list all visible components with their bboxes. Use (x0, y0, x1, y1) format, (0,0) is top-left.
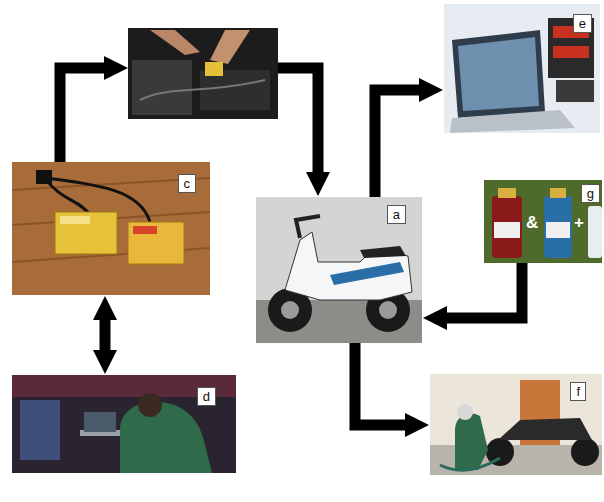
panel-letter: g (581, 184, 600, 203)
photo-symbol: + (574, 214, 584, 232)
flow-arrow (355, 343, 405, 425)
module-photo (12, 162, 210, 295)
photo-panel: c (12, 162, 210, 295)
flow-arrow (375, 90, 419, 197)
panel-letter: e (573, 14, 592, 33)
installation-photo (128, 28, 278, 119)
photo-panel: a (256, 197, 422, 343)
flow-arrow (447, 263, 522, 318)
flow-arrow (60, 68, 318, 172)
measurement-photo (444, 4, 600, 133)
panel-letter: a (387, 205, 406, 224)
photo-panel: f (430, 374, 602, 475)
fuel-photo (484, 180, 602, 263)
panel-letter: f (570, 382, 586, 401)
tuning-photo (12, 375, 236, 473)
photo-panel: g & + (484, 180, 602, 263)
panel-letter: c (178, 174, 197, 193)
photo-symbol: & (526, 214, 538, 232)
photo-panel: e (444, 4, 600, 133)
motorcycle-photo (256, 197, 422, 343)
flow-arrow (100, 320, 111, 350)
photo-panel: d (12, 375, 236, 473)
panel-letter: d (197, 387, 216, 406)
emission-test-photo (430, 374, 602, 475)
